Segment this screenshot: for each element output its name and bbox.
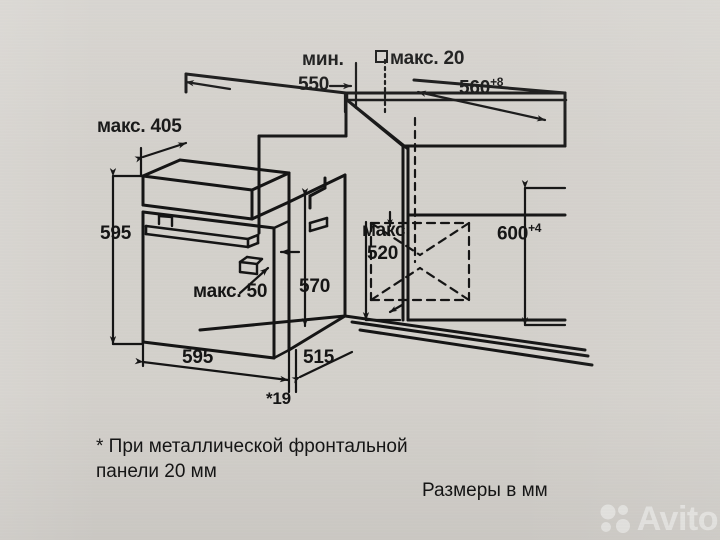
cabinet-back-lines: [406, 213, 567, 322]
units-note: Размеры в мм: [422, 480, 548, 501]
dim-max-520: [362, 210, 404, 322]
oven-right-side-panel: [287, 173, 347, 352]
square-symbol-icon: [375, 50, 388, 63]
dim-595-height: [109, 168, 145, 346]
oven-back-notch: [308, 176, 327, 210]
cabinet-top-board: [184, 72, 567, 95]
label-min: мин.: [302, 49, 344, 70]
oven-door-side: [272, 219, 291, 360]
dim-515-depth: [291, 350, 354, 384]
label-max-20: макс. 20: [375, 49, 464, 69]
dim-max-20-tick: [328, 61, 358, 110]
label-min-550: 550: [298, 74, 330, 95]
dim-600-height: [521, 180, 567, 327]
label-max-520-prefix: макс.: [362, 220, 411, 241]
oven-side-vent: [308, 216, 329, 233]
label-560: 560+8: [459, 75, 503, 99]
cabinet-right-frame: [345, 91, 567, 322]
label-570: 570: [299, 276, 331, 297]
dim-19-offset: [287, 348, 298, 394]
cabinet-ceiling-panel: [257, 91, 348, 235]
dim-595-width: [134, 342, 290, 383]
label-max-520-value: 520: [367, 243, 399, 264]
dim-min-550: [184, 72, 232, 94]
label-515: 515: [303, 347, 335, 368]
oven-top-face: [141, 158, 291, 192]
label-595-width: 595: [182, 347, 214, 368]
label-19: *19: [266, 389, 291, 408]
footnote-metal-front-panel: * При металлической фронтальной панели 2…: [96, 436, 408, 482]
handle-bracket-right: [238, 255, 264, 276]
dim-max-405: [134, 141, 188, 178]
dim-560-width: [343, 90, 547, 122]
handle-bracket-left: [157, 214, 174, 228]
label-max-50: макс. 50: [193, 281, 268, 302]
label-max-405: макс. 405: [97, 116, 182, 137]
oven-door-handle: [144, 224, 260, 249]
label-595-height: 595: [100, 223, 132, 244]
oven-control-panel: [141, 171, 291, 221]
dim-max-50-leader: [238, 242, 301, 295]
label-600: 600+4: [497, 221, 541, 245]
